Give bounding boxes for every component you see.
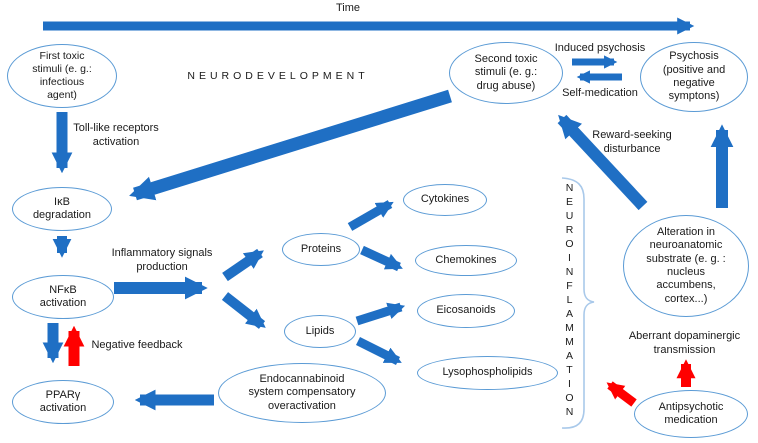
node-first-toxic-stimuli: First toxic stimuli (e. g.: infectious a… — [7, 44, 117, 108]
node-endocannabinoid-system: Endocannabinoid system compensatory over… — [218, 363, 386, 423]
node-ppar-activation: PPARγ activation — [12, 380, 114, 424]
label-toll-like-receptors: Toll-like receptors activation — [73, 122, 159, 149]
label-reward-seeking: Reward-seeking disturbance — [592, 129, 672, 156]
node-second-toxic-stimuli: Second toxic stimuli (e. g.: drug abuse) — [449, 42, 563, 104]
node-eicosanoids: Eicosanoids — [417, 294, 515, 328]
label-inflammatory-signals: Inflammatory signals production — [111, 247, 213, 274]
arrow-fork-to-proteins — [222, 248, 264, 282]
label-induced-psychosis: Induced psychosis — [554, 42, 646, 54]
node-psychosis: Psychosis (positive and negative sympton… — [640, 42, 748, 112]
neuroinflammation-brace — [561, 177, 595, 429]
node-alteration-neuroanatomic: Alteration in neuroanatomic substrate (e… — [623, 215, 749, 317]
label-aberrant-dopaminergic: Aberrant dopaminergic transmission — [628, 330, 741, 357]
node-ikb-degradation: IκB degradation — [12, 187, 112, 231]
label-negative-feedback: Negative feedback — [91, 339, 183, 351]
label-self-medication: Self-medication — [562, 87, 638, 99]
arrow-second-toxic-to-ikb — [129, 89, 452, 201]
neurodevelopment-label: NEURODEVELOPMENT — [187, 70, 369, 82]
arrow-proteins-to-chemokines — [360, 245, 403, 272]
neuroinflammation-label: N E U R O I N F L A M M A T I O N — [565, 182, 574, 418]
arrow-fork-to-lipids — [221, 292, 266, 329]
node-proteins: Proteins — [282, 233, 360, 266]
node-antipsychotic-medication: Antipsychotic medication — [634, 390, 748, 438]
timeline-label: Time — [335, 2, 361, 14]
arrow-antipsychotic-to-neuroinflammation — [606, 381, 637, 407]
node-nfkb-activation: NFκB activation — [12, 275, 114, 319]
arrow-proteins-to-cytokines — [347, 200, 394, 231]
arrow-lipids-to-eicosanoids — [355, 302, 406, 326]
node-cytokines: Cytokines — [403, 184, 487, 216]
node-lysophospholipids: Lysophospholipids — [417, 356, 558, 390]
node-chemokines: Chemokines — [415, 245, 517, 276]
node-lipids: Lipids — [284, 315, 356, 348]
arrow-lipids-to-lysophospholipids — [355, 336, 402, 366]
arrow-reward-seeking — [557, 114, 648, 211]
